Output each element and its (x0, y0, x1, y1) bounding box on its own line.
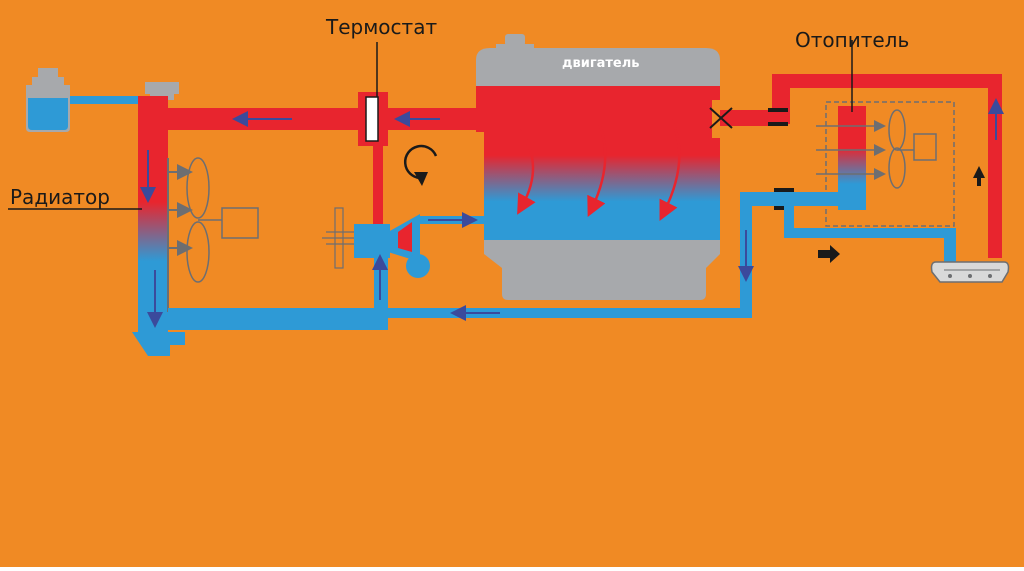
radiator (132, 82, 193, 356)
cold-return-pipe (168, 250, 752, 330)
heater-core (816, 40, 955, 227)
heater-return-pipe (738, 188, 956, 318)
recirculation-arrow-icon (403, 144, 438, 180)
heater-label: Отопитель (795, 28, 910, 52)
water-pump (322, 207, 486, 278)
radiator-fan (167, 157, 259, 312)
bottom-border (0, 567, 1024, 571)
auxiliary-pump (930, 261, 1010, 283)
engine-label: двигатель (562, 56, 640, 71)
radiator-label: Радиатор (10, 185, 110, 209)
engine (476, 34, 720, 300)
right-arrow-icon (818, 245, 840, 263)
up-arrow-icon (973, 166, 985, 186)
hot-pipe-upper (164, 92, 484, 146)
thermostat (365, 42, 383, 226)
expansion-tank (26, 68, 142, 132)
thermostat-label: Термостат (326, 15, 438, 39)
heater-supply-pipe (709, 74, 1004, 258)
